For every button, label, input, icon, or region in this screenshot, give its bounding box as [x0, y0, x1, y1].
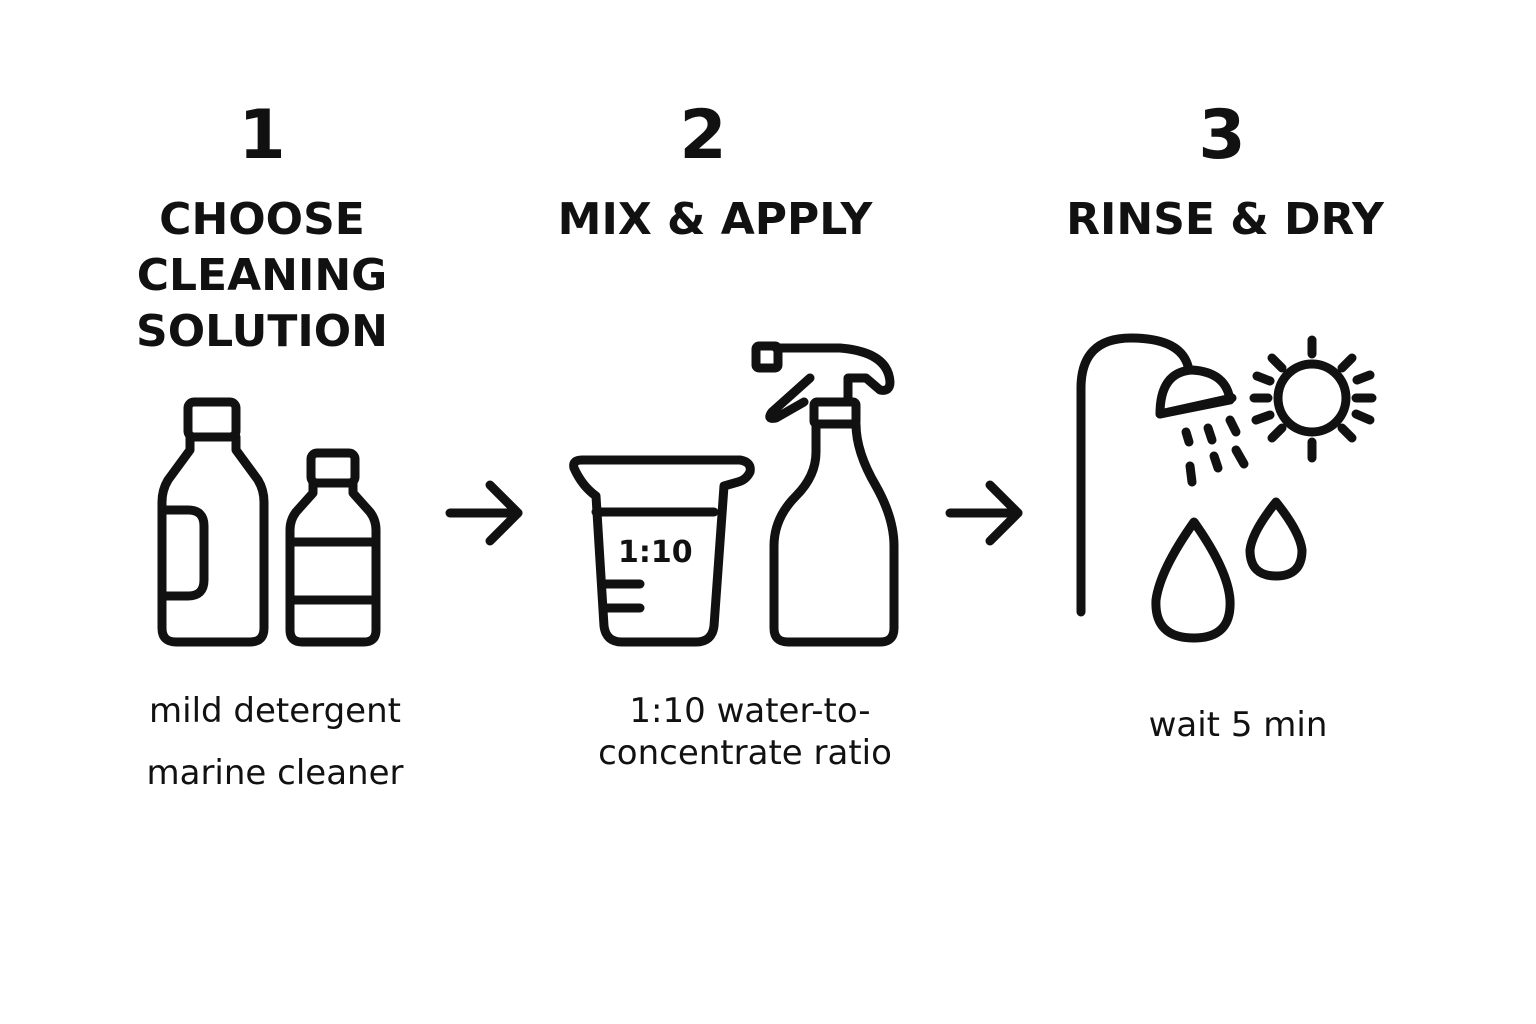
step-2-caption-line: 1:10 water-to-: [629, 691, 871, 731]
step-2-title: MIX & APPLY: [540, 192, 890, 248]
shower-icon: [1076, 333, 1249, 617]
spray-bottle-icon: [751, 341, 899, 647]
step-3-number: 3: [1198, 96, 1246, 175]
step-2-number: 2: [679, 96, 727, 175]
water-drop-icon: [1245, 497, 1307, 581]
large-bottle-icon: [157, 397, 269, 647]
step-1-number: 1: [238, 96, 286, 175]
small-bottle-icon: [285, 448, 381, 647]
sun-icon: [1249, 335, 1377, 463]
step-3-caption-line: wait 5 min: [1148, 705, 1328, 745]
step-1-caption-line: marine cleaner: [146, 753, 404, 793]
measuring-cup-icon: 1:10: [569, 455, 755, 647]
cup-ratio-label: 1:10: [618, 535, 693, 570]
step-1-title: CHOOSE CLEANING SOLUTION: [112, 192, 412, 360]
step-3-caption: wait 5 min: [1100, 704, 1376, 746]
step-1-title-line: SOLUTION: [136, 306, 388, 357]
step-1-caption-line: mild detergent: [149, 691, 401, 731]
step-1-caption: mild detergent marine cleaner: [112, 690, 438, 794]
step-1-title-line: CHOOSE: [159, 194, 365, 245]
step-3-title: RINSE & DRY: [1055, 192, 1395, 248]
step-2-caption: 1:10 water-to- concentrate ratio: [570, 690, 920, 774]
step-3-title-line: RINSE & DRY: [1066, 194, 1384, 245]
step-2-caption-line: concentrate ratio: [598, 733, 892, 773]
step-2-title-line: MIX & APPLY: [557, 194, 873, 245]
step-1-title-line: CLEANING: [136, 250, 388, 301]
water-drop-icon: [1151, 517, 1235, 643]
